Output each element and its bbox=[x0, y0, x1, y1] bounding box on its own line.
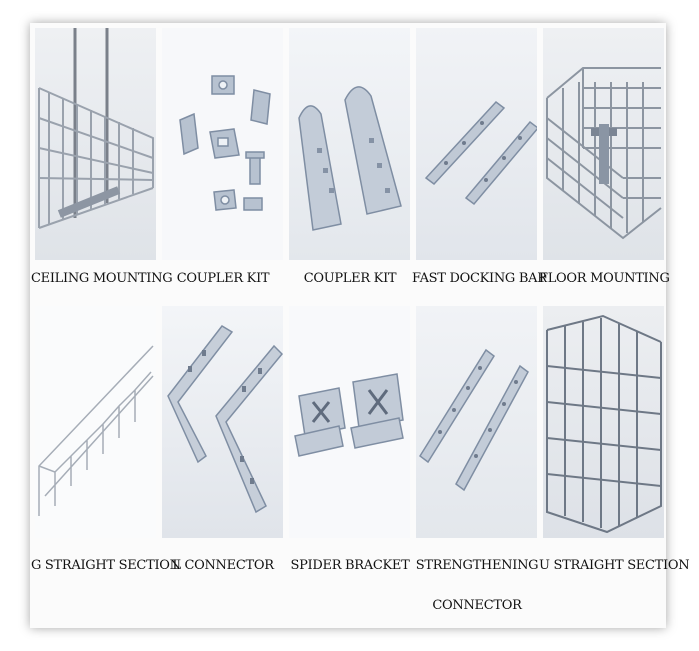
product-caption: L CONNECTOR bbox=[172, 558, 274, 573]
product-caption: COUPLER KIT bbox=[176, 271, 270, 286]
product-caption: CEILING MOUNTING bbox=[31, 271, 173, 286]
fast-docking-bar-image: FAST DOCKING BAR bbox=[412, 28, 547, 286]
product-caption: STRENGTHENING bbox=[415, 558, 539, 573]
strengthening-connector-image: STRENGTHENING CONNECTOR bbox=[416, 306, 539, 613]
product-caption: U STRAIGHT SECTION bbox=[539, 558, 690, 573]
u-straight-section-image: U STRAIGHT SECTION bbox=[539, 306, 690, 573]
product-grid-frame: CEILING MOUNTING COUPLER KIT bbox=[30, 23, 690, 628]
coupler-kit-a-image: COUPLER KIT bbox=[162, 28, 283, 286]
g-straight-section-image: G STRAIGHT SECTION bbox=[31, 306, 181, 573]
l-connector-image: L CONNECTOR bbox=[162, 306, 283, 573]
product-caption: COUPLER KIT bbox=[303, 271, 397, 286]
spider-bracket-image: SPIDER BRACKET bbox=[289, 306, 410, 573]
product-caption: FLOOR MOUNTING bbox=[539, 271, 670, 286]
floor-mounting-image: FLOOR MOUNTING bbox=[539, 28, 670, 286]
coupler-kit-b-image: COUPLER KIT bbox=[289, 28, 410, 286]
ceiling-mounting-image: CEILING MOUNTING bbox=[31, 28, 173, 286]
product-caption: FAST DOCKING BAR bbox=[412, 271, 547, 286]
product-caption: SPIDER BRACKET bbox=[290, 558, 410, 573]
product-caption: G STRAIGHT SECTION bbox=[31, 558, 181, 573]
product-caption-line2: CONNECTOR bbox=[432, 598, 522, 613]
